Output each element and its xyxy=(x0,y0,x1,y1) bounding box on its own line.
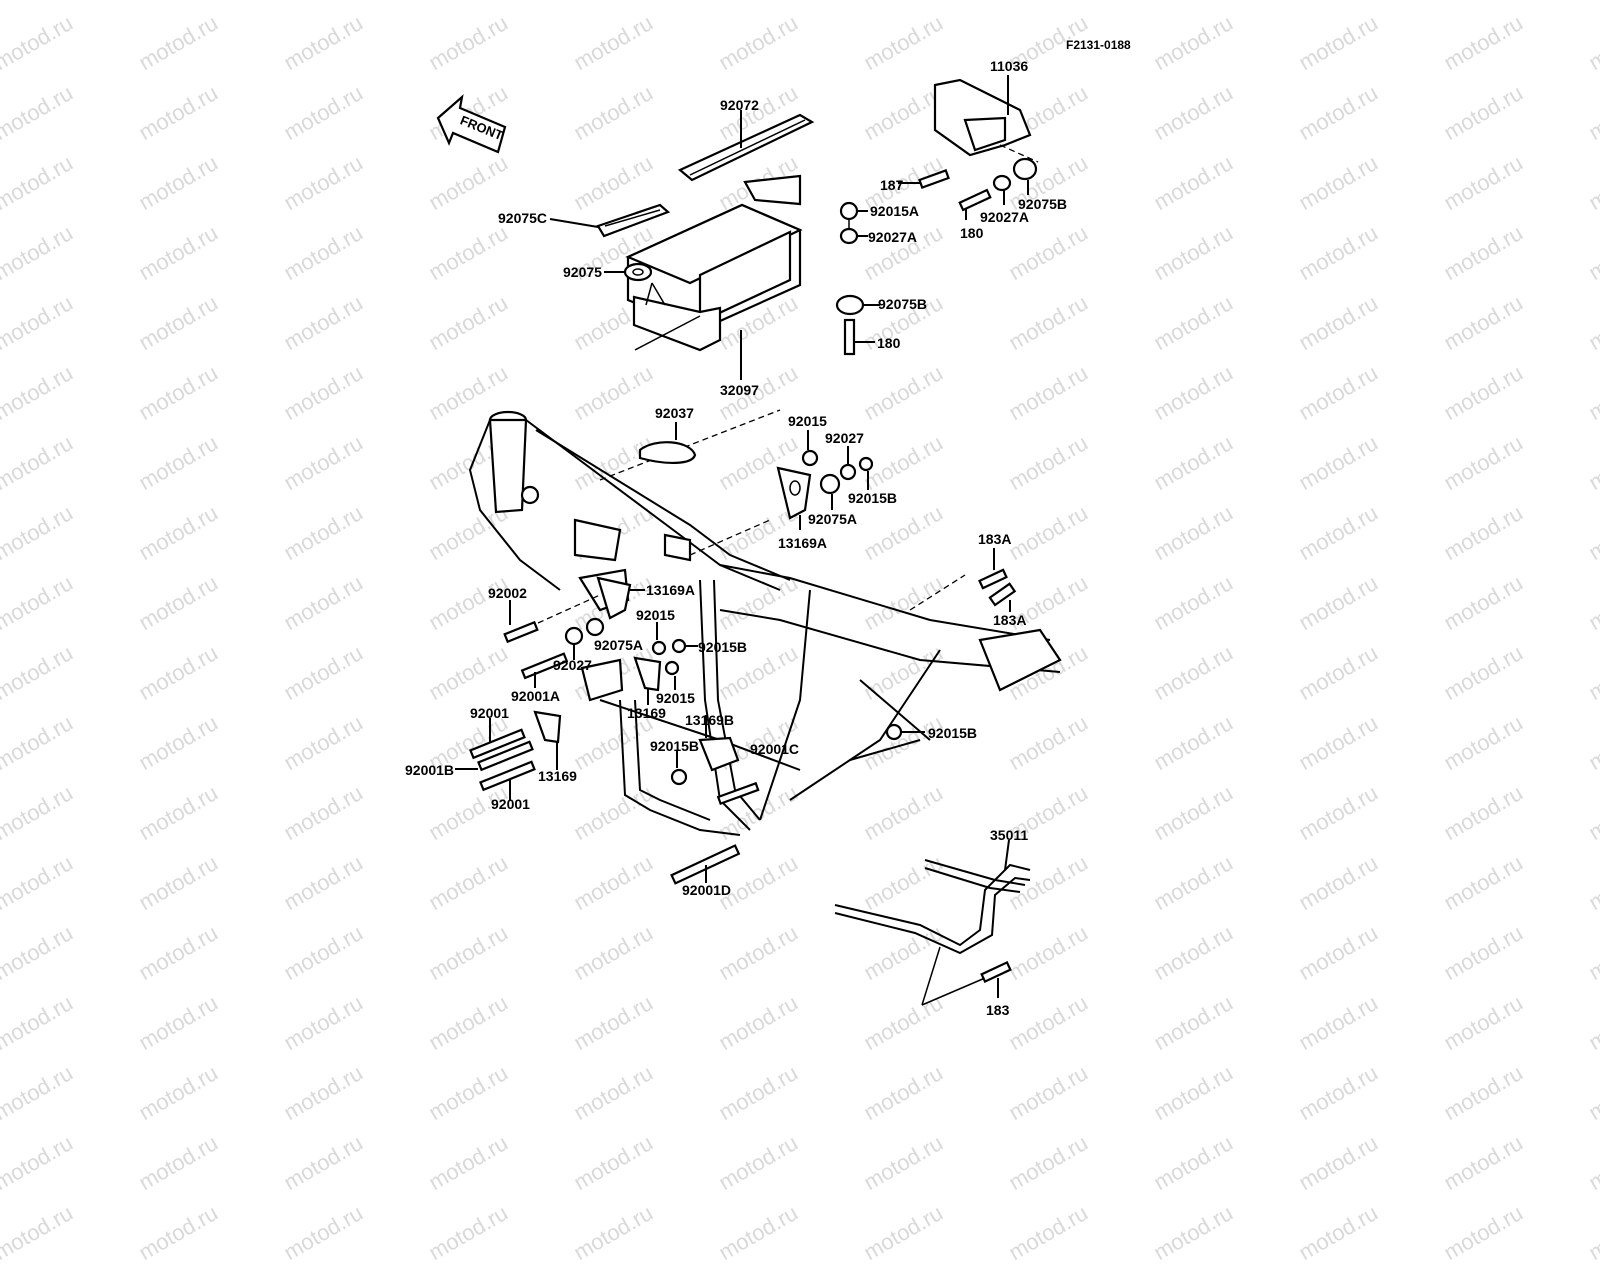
part-label-13169-mid[interactable]: 13169 xyxy=(627,705,666,721)
nut-92015-mid xyxy=(651,622,667,656)
clamp-92037 xyxy=(638,422,697,464)
bolt-92002 xyxy=(503,594,601,644)
part-label-180-lower[interactable]: 180 xyxy=(877,335,901,351)
part-label-183A-lower[interactable]: 183A xyxy=(993,612,1027,628)
watermark-text: motod.ru xyxy=(859,1200,948,1266)
bolt-92001-upper xyxy=(469,718,526,760)
nut-92015B-right xyxy=(885,723,925,741)
plate-13169-lower xyxy=(533,710,562,770)
nut-92015A xyxy=(839,201,868,221)
collar-92027A-upper xyxy=(992,174,1012,205)
grommet-92075A-lower xyxy=(585,617,605,637)
part-label-92001D[interactable]: 92001D xyxy=(682,882,732,898)
part-label-32097[interactable]: 32097 xyxy=(720,382,759,398)
part-label-92075B-lower[interactable]: 92075B xyxy=(878,296,928,312)
plate-13169B xyxy=(698,715,740,772)
watermark-text: motod.ru xyxy=(279,1200,368,1266)
part-label-92015B-low[interactable]: 92015B xyxy=(650,738,700,754)
part-label-92015B-mid[interactable]: 92015B xyxy=(698,639,748,655)
bolt-183 xyxy=(980,960,1012,998)
bolt-183A-lower xyxy=(988,582,1017,612)
grommet-92075B-lower xyxy=(835,294,880,316)
part-label-92001B[interactable]: 92001B xyxy=(405,762,455,778)
stand-35011 xyxy=(834,839,1031,1006)
part-label-92015-top[interactable]: 92015 xyxy=(788,413,827,429)
part-label-92015A[interactable]: 92015A xyxy=(870,203,920,219)
grommet-92075B-upper xyxy=(1012,157,1038,195)
watermark-text: motod.ru xyxy=(424,1200,513,1266)
part-label-35011[interactable]: 35011 xyxy=(990,827,1029,843)
bolt-180-upper xyxy=(958,188,992,220)
bolt-92001B xyxy=(455,740,534,772)
watermark-text: motod.ru xyxy=(134,1200,223,1266)
bolt-92001A xyxy=(520,652,569,688)
collar-92027-lower xyxy=(564,626,584,660)
front-arrow-icon: FRONT xyxy=(436,94,507,154)
part-label-92027A-upper[interactable]: 92027A xyxy=(980,209,1030,225)
nut-92015B-mid xyxy=(671,638,698,654)
nut-92015B-low xyxy=(670,750,688,786)
diagram-code: F2131-0188 xyxy=(1066,38,1131,52)
part-label-92075A-lower[interactable]: 92075A xyxy=(594,637,644,653)
part-label-92027A-lower[interactable]: 92027A xyxy=(868,229,918,245)
part-label-92002[interactable]: 92002 xyxy=(488,585,527,601)
collar-92027-top xyxy=(839,446,857,481)
part-label-13169A-upper[interactable]: 13169A xyxy=(778,535,828,551)
part-label-180-upper[interactable]: 180 xyxy=(960,225,984,241)
watermark-text: motod.ru xyxy=(569,1200,658,1266)
battery-strap-92072 xyxy=(677,110,815,182)
grommet-92075 xyxy=(604,262,666,306)
part-label-92075[interactable]: 92075 xyxy=(563,264,602,280)
bracket-11036 xyxy=(933,75,1039,163)
part-label-13169B[interactable]: 13169B xyxy=(685,712,735,728)
part-label-183A-upper[interactable]: 183A xyxy=(978,531,1012,547)
plate-13169-mid xyxy=(633,656,662,705)
part-label-92015-low[interactable]: 92015 xyxy=(656,690,695,706)
part-label-11036[interactable]: 11036 xyxy=(990,58,1029,74)
part-label-92001C[interactable]: 92001C xyxy=(750,741,800,757)
part-label-92075A-top[interactable]: 92075A xyxy=(808,511,858,527)
watermark-text: motod.ru xyxy=(1584,1200,1600,1266)
part-label-92075C[interactable]: 92075C xyxy=(498,210,548,226)
part-label-92027-top[interactable]: 92027 xyxy=(825,430,864,446)
bolt-180-lower xyxy=(843,318,875,356)
part-label-92015B-top[interactable]: 92015B xyxy=(848,490,898,506)
diagram-drawing: FRONT xyxy=(436,75,1062,1006)
part-label-92015-mid[interactable]: 92015 xyxy=(636,607,675,623)
part-label-92072[interactable]: 92072 xyxy=(720,97,759,113)
bolt-187 xyxy=(898,169,950,189)
part-label-13169-lower[interactable]: 13169 xyxy=(538,768,577,784)
part-label-92037[interactable]: 92037 xyxy=(655,405,694,421)
part-label-92001-upper[interactable]: 92001 xyxy=(470,705,509,721)
watermark-text: motod.ru xyxy=(1439,1200,1528,1266)
collar-92027A-lower xyxy=(839,220,868,245)
watermark-text: motod.ru xyxy=(0,1200,78,1266)
watermark-text: motod.ru xyxy=(1149,1200,1238,1266)
nut-92015B-top xyxy=(858,456,874,490)
part-label-13169A-lower[interactable]: 13169A xyxy=(646,582,696,598)
plate-13169A-upper xyxy=(776,466,812,530)
battery-case-32097 xyxy=(625,174,803,380)
bolt-92001D xyxy=(670,844,741,885)
watermark-text: motod.ru xyxy=(714,1200,803,1266)
bolt-92001C xyxy=(716,781,760,806)
part-label-92001A[interactable]: 92001A xyxy=(511,688,561,704)
bolt-183A-upper xyxy=(978,548,1008,590)
watermark-text: motod.ru xyxy=(1294,1200,1383,1266)
nut-92015-top xyxy=(801,430,819,467)
battery-pad-92075C xyxy=(549,203,671,238)
grommet-92075A-top xyxy=(819,473,841,510)
part-label-92027-lower[interactable]: 92027 xyxy=(553,657,592,673)
part-label-92001-lower[interactable]: 92001 xyxy=(491,796,530,812)
part-label-187[interactable]: 187 xyxy=(880,177,904,193)
part-label-92015B-right[interactable]: 92015B xyxy=(928,725,978,741)
part-label-92075B-upper[interactable]: 92075B xyxy=(1018,196,1068,212)
plate-13169A-lower xyxy=(596,576,645,620)
watermark-text: motod.ru xyxy=(1004,1200,1093,1266)
nut-92015-low xyxy=(664,660,680,690)
bolt-92001-lower xyxy=(479,760,536,800)
part-label-183[interactable]: 183 xyxy=(986,1002,1010,1018)
